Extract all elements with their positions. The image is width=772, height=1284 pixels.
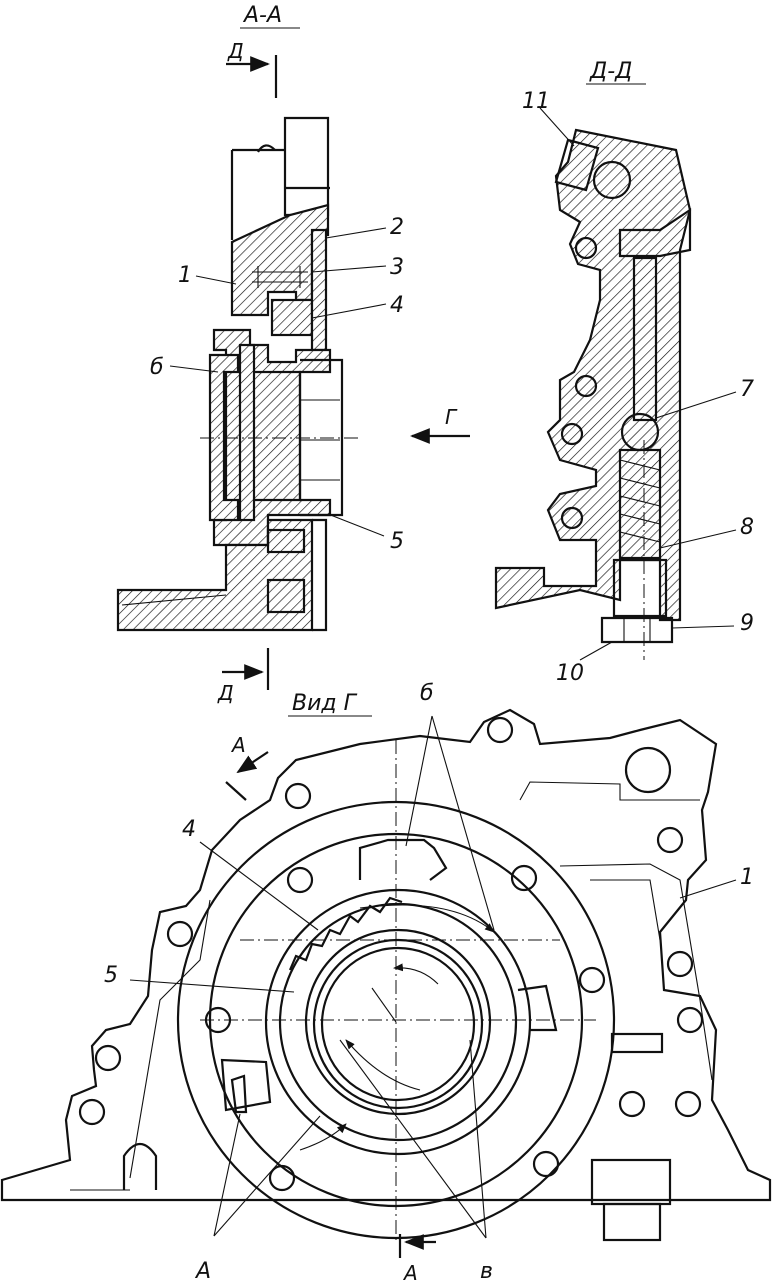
view-callout-a: А [194, 1259, 211, 1284]
section-dd: Д-Д 11 7 8 9 10 [494, 59, 754, 686]
callout-3: 3 [390, 255, 404, 280]
cover-screws [268, 864, 606, 1192]
section-dd-title: Д-Д [589, 59, 632, 84]
mounting-holes [78, 716, 704, 1126]
callout-9: 9 [740, 611, 754, 636]
cut-mark-d-top: Д [227, 39, 244, 63]
inner-rotor-5 [304, 928, 492, 1116]
gear-teeth [288, 896, 403, 971]
view-callout-5: 5 [104, 963, 118, 988]
view-callout-4: 4 [182, 817, 196, 842]
view-callout-6: б [420, 681, 434, 706]
callout-5: 5 [390, 529, 404, 554]
cut-mark-a-bottom: А [402, 1261, 418, 1284]
view-callout-b: в [480, 1259, 493, 1284]
callout-7: 7 [740, 377, 754, 402]
callout-11: 11 [522, 89, 550, 114]
section-aa-title: А-А [242, 3, 282, 28]
callout-2: 2 [390, 215, 404, 240]
section-aa: А-А Д Д [116, 3, 470, 705]
outer-rotor-4 [270, 298, 314, 337]
cover-2 [310, 228, 328, 352]
view-g-title: Вид Г [292, 691, 358, 716]
cut-mark-d-bottom: Д [217, 681, 234, 705]
relief-valve-body [494, 128, 692, 622]
callout-1: 1 [178, 263, 192, 288]
dd-bolt-holes [560, 236, 598, 530]
view-g: Вид Г А [0, 681, 772, 1284]
pump-housing-outline [0, 708, 772, 1202]
callout-4: 4 [390, 293, 404, 318]
crankshaft-bore [320, 946, 476, 1102]
cut-mark-a-top: А [230, 733, 246, 757]
pump-body-lower [116, 518, 314, 632]
callout-6: б [150, 355, 164, 380]
view-arrow-label: Г [445, 405, 458, 429]
view-callout-1: 1 [740, 865, 754, 890]
callout-8: 8 [740, 515, 754, 540]
callout-10: 10 [556, 661, 584, 686]
